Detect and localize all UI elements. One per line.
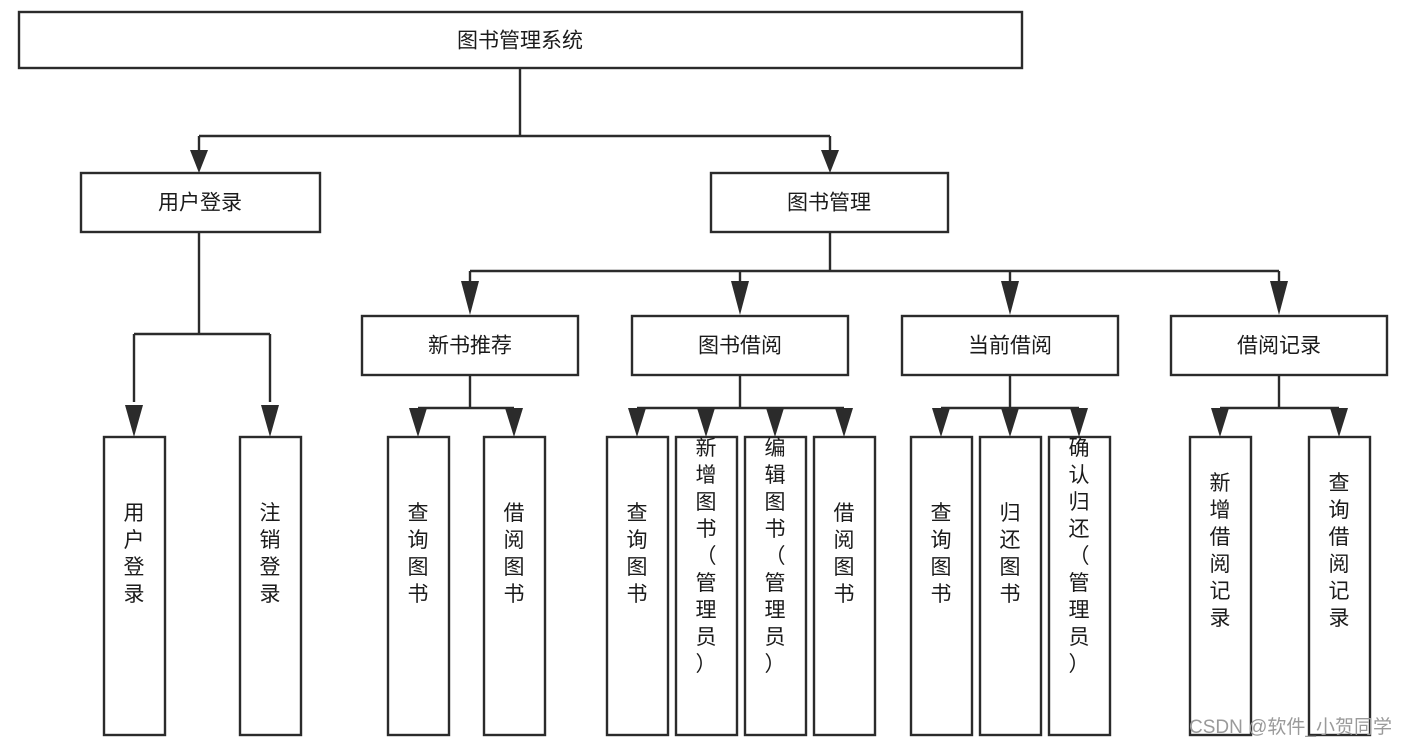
node-book-borrow-box[interactable] bbox=[630, 314, 850, 377]
leaf-user-login-label: 用户登录 bbox=[124, 502, 145, 606]
leaf-current-query[interactable]: 查询图书 bbox=[909, 435, 974, 737]
leaf-borrow-lend-label: 借阅图书 bbox=[834, 502, 855, 606]
arrow-to-current-query bbox=[932, 408, 950, 437]
leaf-borrow-lend-box[interactable] bbox=[812, 435, 877, 737]
node-user-login-box[interactable] bbox=[79, 171, 322, 234]
leaf-borrow-query[interactable]: 查询图书 bbox=[605, 435, 670, 737]
node-root[interactable]: 图书管理系统 bbox=[17, 10, 1024, 70]
arrow-to-borrow-query bbox=[628, 408, 646, 437]
node-current-borrow-box[interactable] bbox=[900, 314, 1120, 377]
leaf-borrow-edit[interactable]: 编辑图书（管理员） bbox=[743, 435, 808, 737]
leaf-borrow-edit-box[interactable] bbox=[743, 435, 808, 737]
leaf-record-query-box[interactable] bbox=[1307, 435, 1372, 737]
leaf-newbook-query-label: 查询图书 bbox=[408, 502, 429, 606]
leaf-current-return-box[interactable] bbox=[978, 435, 1043, 737]
arrow-to-new-book bbox=[461, 281, 479, 315]
leaf-newbook-borrow[interactable]: 借阅图书 bbox=[482, 435, 547, 737]
leaf-current-query-box[interactable] bbox=[909, 435, 974, 737]
leaf-user-login-box[interactable] bbox=[102, 435, 167, 737]
leaf-record-add-label: 新增借阅记录 bbox=[1210, 472, 1231, 630]
leaf-logout[interactable]: 注销登录 bbox=[238, 435, 303, 737]
leaf-record-add[interactable]: 新增借阅记录 bbox=[1188, 435, 1253, 737]
arrow-to-newbook-query bbox=[409, 408, 427, 437]
leaf-borrow-query-label: 查询图书 bbox=[627, 502, 648, 606]
node-current-borrow[interactable]: 当前借阅 bbox=[900, 314, 1120, 377]
node-current-borrow-label: 当前借阅 bbox=[968, 335, 1052, 358]
node-book-management[interactable]: 图书管理 bbox=[709, 171, 950, 234]
leaf-record-add-box[interactable] bbox=[1188, 435, 1253, 737]
node-root-box[interactable] bbox=[17, 10, 1024, 70]
leaf-record-query[interactable]: 查询借阅记录 bbox=[1307, 435, 1372, 737]
arrow-to-borrow-add bbox=[697, 408, 715, 437]
leaf-borrow-query-box[interactable] bbox=[605, 435, 670, 737]
leaf-current-query-label: 查询图书 bbox=[931, 502, 952, 606]
watermark-label: CSDN @软件_小贺同学 bbox=[1189, 716, 1392, 738]
arrow-to-record-add bbox=[1211, 408, 1229, 437]
arrow-to-current-confirm bbox=[1070, 408, 1088, 437]
node-user-login[interactable]: 用户登录 bbox=[79, 171, 322, 234]
leaf-logout-box[interactable] bbox=[238, 435, 303, 737]
node-book-borrow-label: 图书借阅 bbox=[698, 335, 782, 358]
leaf-current-return-label: 归还图书 bbox=[1000, 502, 1021, 606]
arrow-to-book-borrow bbox=[731, 281, 749, 315]
node-root-label: 图书管理系统 bbox=[457, 30, 583, 53]
leaf-current-confirm-box[interactable] bbox=[1047, 435, 1112, 737]
node-borrow-record-label: 借阅记录 bbox=[1237, 335, 1321, 358]
leaf-newbook-query[interactable]: 查询图书 bbox=[386, 435, 451, 737]
node-book-management-box[interactable] bbox=[709, 171, 950, 234]
node-new-book-recommend-label: 新书推荐 bbox=[428, 335, 512, 358]
arrow-to-book-mgmt bbox=[821, 150, 839, 173]
arrow-to-user-login bbox=[190, 150, 208, 173]
arrow-to-record-query bbox=[1330, 408, 1348, 437]
node-user-login-label: 用户登录 bbox=[158, 192, 242, 215]
leaf-borrow-add[interactable]: 新增图书（管理员） bbox=[674, 435, 739, 737]
leaf-newbook-borrow-box[interactable] bbox=[482, 435, 547, 737]
arrow-to-borrow-record bbox=[1270, 281, 1288, 315]
leaf-current-confirm-label: 确认归还（管理员） bbox=[1069, 437, 1090, 676]
leaf-record-query-label: 查询借阅记录 bbox=[1329, 472, 1350, 630]
leaf-newbook-borrow-label: 借阅图书 bbox=[504, 502, 525, 606]
connector-layer bbox=[125, 68, 1348, 437]
leaf-borrow-add-label: 新增图书（管理员） bbox=[696, 437, 717, 676]
leaf-current-return[interactable]: 归还图书 bbox=[978, 435, 1043, 737]
arrow-to-borrow-lend bbox=[835, 408, 853, 437]
node-new-book-recommend-box[interactable] bbox=[360, 314, 580, 377]
leaf-logout-label: 注销登录 bbox=[260, 502, 281, 606]
node-book-borrow[interactable]: 图书借阅 bbox=[630, 314, 850, 377]
arrow-to-current-return bbox=[1001, 408, 1019, 437]
leaf-borrow-add-box[interactable] bbox=[674, 435, 739, 737]
node-book-management-label: 图书管理 bbox=[787, 192, 871, 215]
arrow-to-current-borrow bbox=[1001, 281, 1019, 315]
arrow-to-borrow-edit bbox=[766, 408, 784, 437]
node-new-book-recommend[interactable]: 新书推荐 bbox=[360, 314, 580, 377]
node-borrow-record[interactable]: 借阅记录 bbox=[1169, 314, 1389, 377]
arrow-to-newbook-borrow bbox=[505, 408, 523, 437]
leaf-borrow-lend[interactable]: 借阅图书 bbox=[812, 435, 877, 737]
node-borrow-record-box[interactable] bbox=[1169, 314, 1389, 377]
leaf-borrow-edit-label: 编辑图书（管理员） bbox=[765, 437, 786, 676]
leaf-current-confirm[interactable]: 确认归还（管理员） bbox=[1047, 435, 1112, 737]
leaf-newbook-query-box[interactable] bbox=[386, 435, 451, 737]
arrow-to-leaf-logout bbox=[261, 405, 279, 437]
arrow-to-leaf-user-login bbox=[125, 405, 143, 437]
leaf-user-login[interactable]: 用户登录 bbox=[102, 435, 167, 737]
